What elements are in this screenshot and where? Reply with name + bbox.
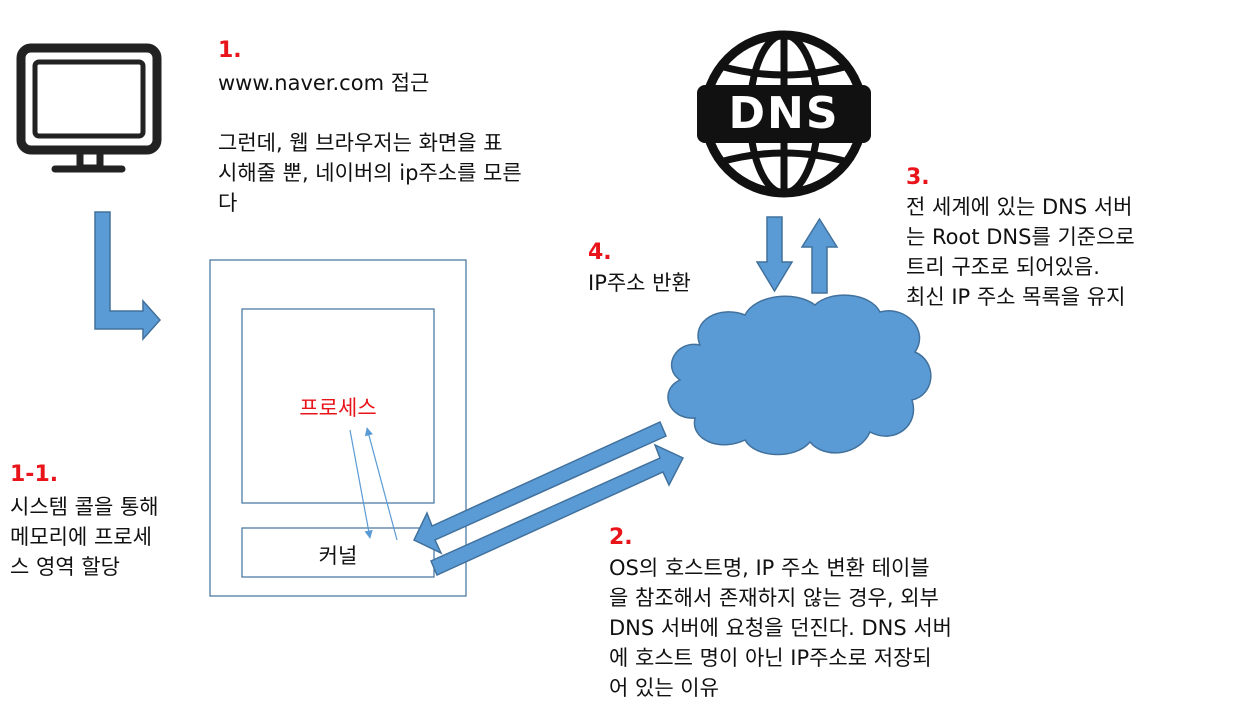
syscall-up-arrow [364,427,398,541]
step2-number: 2. [609,525,633,550]
dns-down-arrow [755,216,794,293]
process-area [241,308,435,504]
syscall-down-arrow [349,429,373,539]
step1-text: www.naver.com 접근 그런데, 웹 브라우저는 화면을 표 시해줄 … [218,71,522,215]
dns-globe-icon [697,30,871,198]
kernel-to-cloud-arrow [430,443,685,577]
kernel-area [241,527,435,578]
kernel-label: 커널 [318,544,358,568]
dns-logo-text: DNS [728,88,840,139]
step3-text: 전 세계에 있는 DNS 서버 는 Root DNS를 기준으로 트리 구조로 … [906,195,1135,309]
step1-number: 1. [218,38,242,63]
step2-text: OS의 호스트명, IP 주소 변환 테이블 을 참조해서 존재하지 않는 경우… [609,556,952,700]
step1-1-number: 1-1. [10,462,59,487]
process-label: 프로세스 [299,396,377,420]
monitor-icon [16,43,162,173]
cloud-to-kernel-arrow [412,420,667,555]
step4-text: IP주소 반환 [588,271,691,295]
step4-number: 4. [588,240,612,265]
cloud-icon [667,294,932,456]
step3-number: 3. [906,165,930,190]
step1-1-text: 시스템 콜을 통해 메모리에 프로세 스 영역 할당 [10,495,159,579]
dns-up-arrow [800,217,839,294]
monitor-to-memory-arrow [94,211,162,341]
